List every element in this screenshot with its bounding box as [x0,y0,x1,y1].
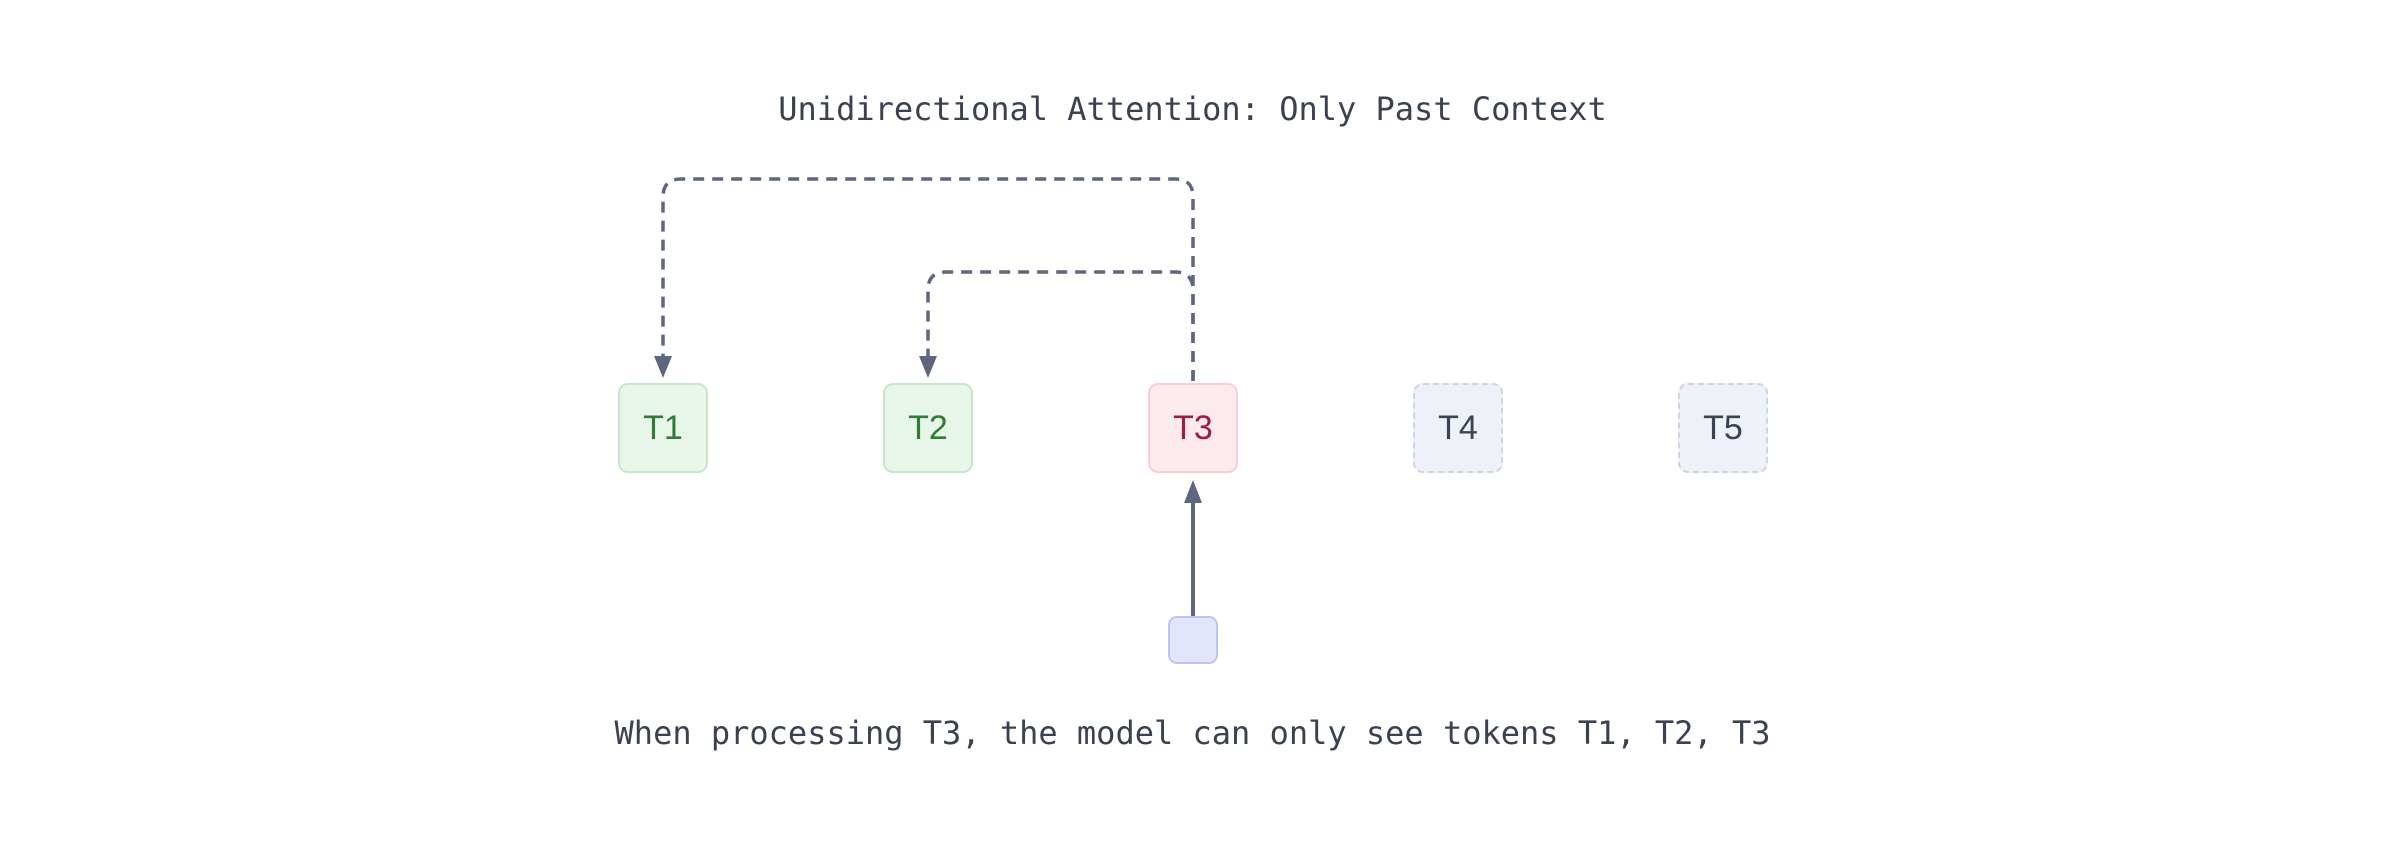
token-label-t1: T1 [643,408,683,447]
token-label-t4: T4 [1438,408,1478,447]
token-label-t5: T5 [1703,408,1743,447]
token-label-t2: T2 [908,408,948,447]
arrowhead-t3 [1184,480,1202,503]
attention-arrow-t3-to-t1 [661,177,1195,381]
query-box [1168,616,1218,664]
diagram-caption: When processing T3, the model can only s… [614,714,1771,752]
token-box-t1: T1 [618,383,708,473]
token-box-t3: T3 [1148,383,1238,473]
arrowhead-t2 [919,356,937,378]
attention-arrow-t3-to-t2 [926,270,1195,381]
token-box-t2: T2 [883,383,973,473]
diagram-title: Unidirectional Attention: Only Past Cont… [778,90,1607,128]
arrowhead-t1 [654,356,672,378]
token-box-t4: T4 [1413,383,1503,473]
token-box-t5: T5 [1678,383,1768,473]
token-label-t3: T3 [1173,408,1213,447]
